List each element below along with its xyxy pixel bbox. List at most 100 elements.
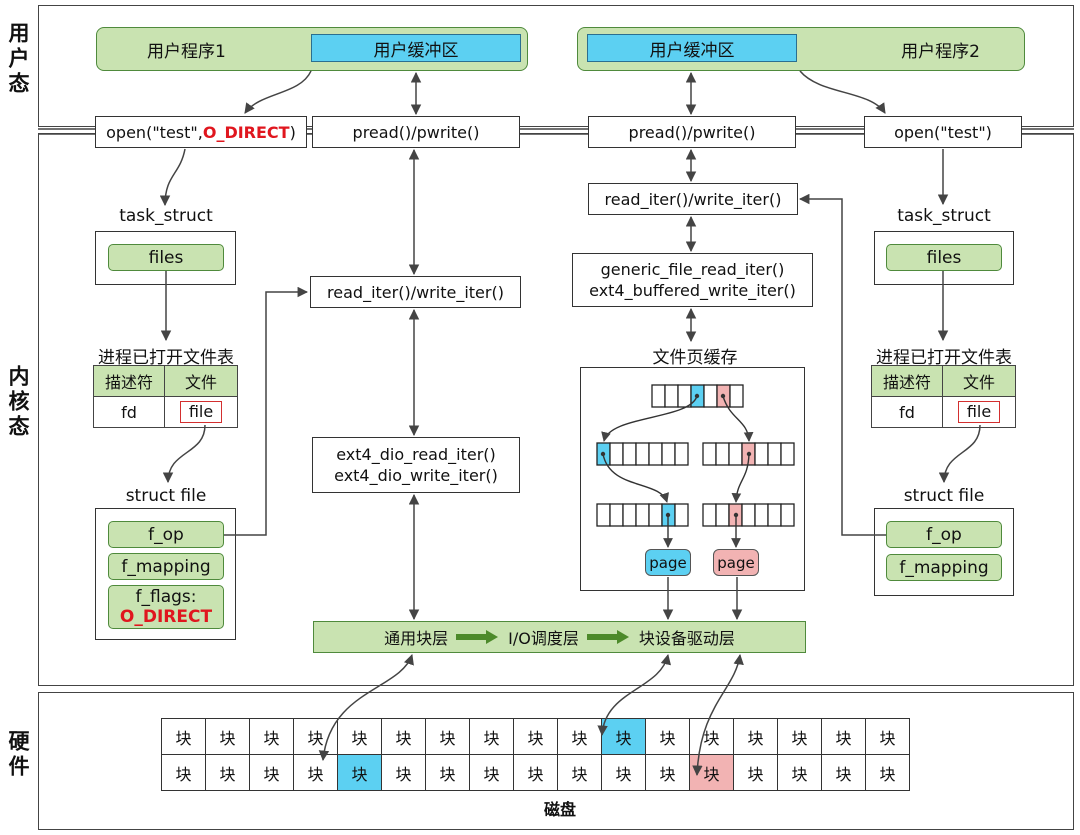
disk-block: 块 — [557, 718, 602, 755]
block-layer-stack: 通用块层 I/O调度层 块设备驱动层 — [313, 621, 806, 653]
struct-file-left — [95, 508, 236, 640]
open-suffix: ) — [289, 122, 296, 142]
hardware-text: 硬件 — [6, 730, 30, 780]
disk-block: 块 — [293, 718, 338, 755]
disk-block: 块 — [513, 718, 558, 755]
disk-block: 块 — [293, 754, 338, 791]
arrow-right-icon — [456, 630, 499, 644]
buffered-write-label: ext4_buffered_write_iter() — [589, 281, 796, 300]
fd-table-right: 描述符 文件 fd file — [871, 365, 1016, 428]
read-iter-right-label: read_iter()/write_iter() — [604, 189, 782, 209]
open-direct-call: open("test", O_DIRECT) — [95, 116, 307, 148]
read-iter-right: read_iter()/write_iter() — [588, 183, 798, 215]
col-fd-header-right: 描述符 — [871, 365, 943, 397]
files-right-label: files — [926, 247, 962, 268]
f-flags-value: O_DIRECT — [119, 607, 213, 627]
disk-block: 块 — [777, 754, 822, 791]
disk-block: 块 — [161, 718, 206, 755]
generic-iter-box: generic_file_read_iter() ext4_buffered_w… — [572, 253, 813, 307]
disk-block: 块 — [689, 718, 734, 755]
f-mapping-right: f_mapping — [886, 554, 1002, 581]
open-flag: O_DIRECT — [202, 122, 290, 142]
files-left-label: files — [148, 247, 184, 268]
pread-left: pread()/pwrite() — [312, 116, 520, 148]
disk-grid: 块块块块块块块块块块块块块块块块块块块块块块块块块块块块块块块块块块 — [161, 718, 910, 791]
disk-label: 磁盘 — [543, 800, 576, 819]
open-prefix: open("test", — [106, 122, 203, 142]
kernel-space-text: 内核态 — [6, 365, 30, 440]
disk-block: 块 — [645, 718, 690, 755]
col-fd-header-left: 描述符 — [93, 365, 165, 397]
generic-read-label: generic_file_read_iter() — [600, 260, 785, 279]
f-flags-label: f_flags: — [135, 587, 197, 607]
user-buffer-1-label: 用户缓冲区 — [373, 40, 459, 61]
disk-block: 块 — [689, 754, 734, 791]
f-op-right: f_op — [886, 521, 1002, 548]
file-ref-right: file — [957, 401, 1001, 423]
disk-block: 块 — [205, 718, 250, 755]
block-driver-layer: 块设备驱动层 — [638, 629, 735, 648]
disk-block: 块 — [337, 718, 382, 755]
read-iter-left-label: read_iter()/write_iter() — [327, 282, 504, 302]
disk-block: 块 — [161, 754, 206, 791]
disk-block: 块 — [337, 754, 382, 791]
disk-block: 块 — [645, 754, 690, 791]
disk-block: 块 — [777, 718, 822, 755]
task-struct-left-label: task_struct — [119, 206, 213, 226]
page-cache-box — [580, 367, 805, 591]
f-mapping-left: f_mapping — [108, 553, 224, 580]
f-mapping-left-label: f_mapping — [121, 556, 211, 577]
f-op-left: f_op — [108, 521, 224, 548]
task-struct-right-label: task_struct — [897, 206, 991, 226]
col-file-header-left: 文件 — [164, 365, 238, 397]
user-space-text: 用户态 — [6, 22, 30, 97]
disk-block: 块 — [601, 754, 646, 791]
fd-table-left-title: 进程已打开文件表 — [98, 348, 234, 368]
fd-table-right-title: 进程已打开文件表 — [876, 348, 1012, 368]
disk-block: 块 — [865, 718, 910, 755]
page-cache-title: 文件页缓存 — [652, 348, 738, 368]
disk-block: 块 — [425, 718, 470, 755]
io-scheduler-layer: I/O调度层 — [508, 629, 579, 648]
disk-block: 块 — [601, 718, 646, 755]
disk-block: 块 — [557, 754, 602, 791]
page-cyan-label: page — [649, 553, 687, 572]
user-program-2-label: 用户程序2 — [901, 41, 980, 62]
fd-table-left: 描述符 文件 fd file — [93, 365, 238, 428]
disk-block: 块 — [381, 718, 426, 755]
col-file-header-right: 文件 — [942, 365, 1016, 397]
file-cell-left: file — [164, 396, 238, 428]
open-right-label: open("test") — [894, 122, 992, 142]
disk-block: 块 — [821, 754, 866, 791]
disk-block: 块 — [469, 754, 514, 791]
generic-block-layer: 通用块层 — [384, 629, 449, 648]
f-op-right-label: f_op — [926, 524, 962, 545]
file-cell-right: file — [942, 396, 1016, 428]
disk-block: 块 — [249, 754, 294, 791]
disk-block: 块 — [513, 754, 558, 791]
user-buffer-1: 用户缓冲区 — [311, 34, 521, 62]
disk-block: 块 — [205, 754, 250, 791]
arrow-right-icon — [586, 630, 629, 644]
page-cyan: page — [645, 549, 691, 576]
pread-left-label: pread()/pwrite() — [352, 122, 480, 142]
disk-block: 块 — [733, 754, 778, 791]
hardware-label: 硬件 — [2, 730, 34, 789]
dio-read-label: ext4_dio_read_iter() — [336, 445, 496, 464]
hardware-layer — [38, 692, 1074, 830]
files-left: files — [108, 244, 224, 271]
struct-file-left-label: struct file — [125, 486, 207, 506]
page-pink: page — [713, 549, 759, 576]
pread-right-label: pread()/pwrite() — [628, 122, 756, 142]
f-flags-left: f_flags: O_DIRECT — [108, 585, 224, 629]
user-buffer-2: 用户缓冲区 — [587, 34, 797, 62]
f-op-left-label: f_op — [148, 524, 184, 545]
user-space-label: 用户态 — [2, 22, 34, 106]
open-right-call: open("test") — [864, 116, 1022, 148]
disk-block: 块 — [865, 754, 910, 791]
user-program-1-label: 用户程序1 — [147, 41, 226, 62]
file-ref-left: file — [179, 401, 223, 423]
pread-right: pread()/pwrite() — [588, 116, 796, 148]
disk-block: 块 — [249, 718, 294, 755]
page-pink-label: page — [717, 553, 755, 572]
